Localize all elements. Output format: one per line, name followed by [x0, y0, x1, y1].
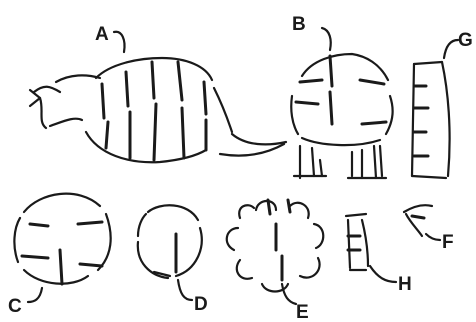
shape-f-wedge — [402, 204, 442, 242]
label-a: A — [95, 24, 109, 45]
shape-b-pig — [290, 26, 394, 180]
label-c: C — [8, 296, 22, 317]
shape-h-block — [344, 212, 398, 284]
shape-a-armadillo — [28, 30, 288, 164]
label-g: G — [458, 30, 473, 51]
label-d: D — [194, 294, 208, 315]
shape-d-circle — [136, 204, 203, 302]
shape-e-flower — [225, 198, 325, 306]
shape-c-circle — [13, 192, 112, 304]
label-f: F — [442, 232, 454, 253]
label-e: E — [296, 302, 309, 322]
label-h: H — [398, 274, 412, 295]
shape-g-column — [410, 38, 460, 180]
label-b: B — [292, 14, 306, 35]
